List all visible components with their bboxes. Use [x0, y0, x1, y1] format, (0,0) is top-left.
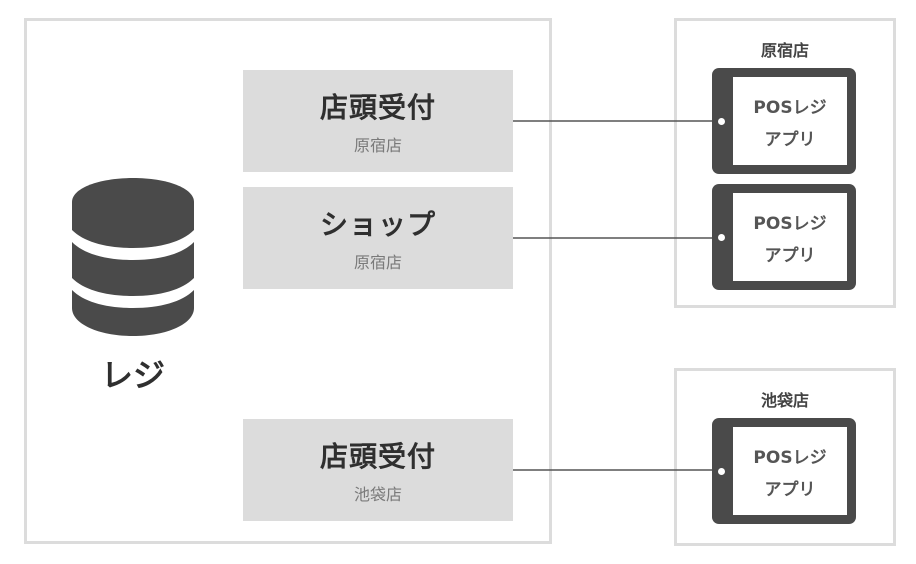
reception-name: 店頭受付	[319, 440, 436, 473]
reception-location: 池袋店	[353, 485, 402, 504]
reception-name: ショップ	[319, 208, 436, 241]
tablet-icon: POSレジ アプリ	[712, 68, 856, 174]
tablet-home-button	[718, 234, 725, 241]
register-label: レジ	[100, 356, 165, 394]
tablet-screen: POSレジ アプリ	[733, 77, 847, 165]
reception-box-harajuku-storefront: 店頭受付 原宿店	[243, 70, 513, 172]
reception-box-ikebukuro-storefront: 店頭受付 池袋店	[243, 419, 513, 521]
tablet-text-line2: アプリ	[764, 246, 816, 266]
store-label: 原宿店	[760, 41, 809, 60]
tablet-screen: POSレジ アプリ	[733, 427, 847, 515]
database-icon	[72, 178, 194, 336]
reception-location: 原宿店	[353, 253, 402, 272]
reception-location: 原宿店	[353, 136, 402, 155]
reception-box-harajuku-shop: ショップ 原宿店	[243, 187, 513, 289]
tablet-text-line1: POSレジ	[753, 98, 827, 118]
tablet-text-line2: アプリ	[764, 130, 816, 150]
tablet-home-button	[718, 468, 725, 475]
tablet-home-button	[718, 118, 725, 125]
store-label: 池袋店	[760, 391, 809, 410]
tablet-text-line1: POSレジ	[753, 214, 827, 234]
tablet-icon: POSレジ アプリ	[712, 418, 856, 524]
reception-name: 店頭受付	[319, 91, 436, 124]
tablet-text-line2: アプリ	[764, 480, 816, 500]
tablet-screen: POSレジ アプリ	[733, 193, 847, 281]
tablet-icon: POSレジ アプリ	[712, 184, 856, 290]
tablet-text-line1: POSレジ	[753, 448, 827, 468]
